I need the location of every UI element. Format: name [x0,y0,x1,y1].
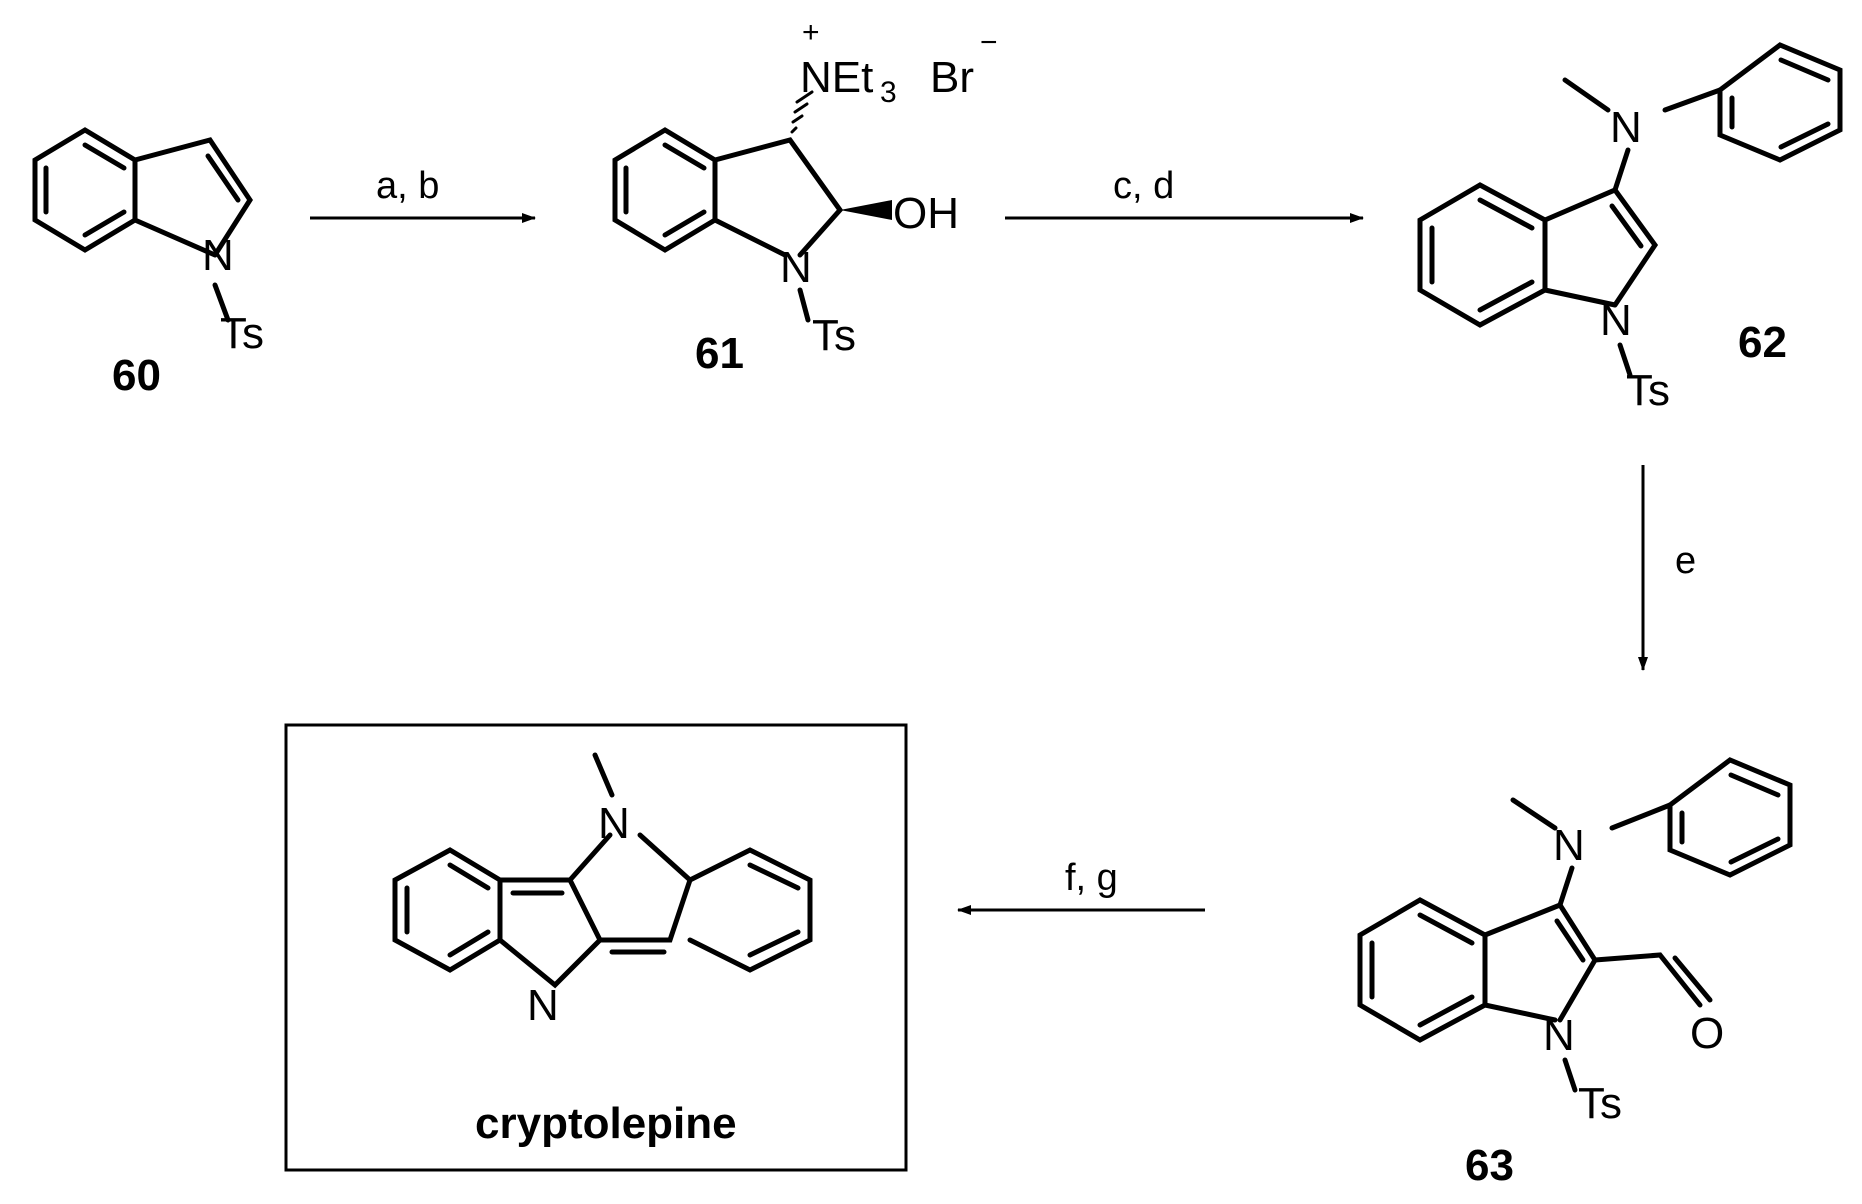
reagent-label-e: e [1675,540,1696,582]
atom-n-63: N [1543,1011,1575,1060]
compound-60-structure: N Ts 60 [32,127,264,400]
compound-label-60: 60 [112,351,161,400]
reaction-arrow-fg: f, g [957,857,1205,915]
cryptolepine-structure: N N [392,752,813,1030]
charge-plus-61: + [802,16,820,49]
atom-ts-60: Ts [220,309,264,358]
compound-63-structure: N N O Ts 63 [1357,757,1793,1190]
atom-ts-62: Ts [1626,366,1670,415]
compound-label-cryptolepine: cryptolepine [475,1099,737,1148]
reagent-label-cd: c, d [1113,165,1174,207]
atom-ts-61: Ts [812,311,856,360]
cryptolepine-box: N N cryptolepine [284,723,908,1172]
atom-n-methyl-cryptolepine: N [598,799,630,848]
atom-n-amine-63: N [1553,821,1585,870]
atom-n-cryptolepine: N [527,981,559,1030]
reagent-label-fg: f, g [1065,857,1118,899]
reaction-arrow-e: e [1638,465,1696,671]
compound-label-61: 61 [695,329,744,378]
compound-label-63: 63 [1465,1141,1514,1190]
reagent-label-ab: a, b [376,165,439,207]
atom-net3-61: NEt [800,53,873,102]
atom-oh-61: OH [893,189,959,238]
hashed-bond-61 [790,90,814,134]
compound-label-62: 62 [1738,318,1787,367]
atom-ts-63: Ts [1578,1079,1622,1128]
compound-61-structure: N Ts OH + NEt 3 Br − 61 [612,16,998,378]
atom-br-61: Br [930,53,974,102]
reaction-arrow-ab: a, b [310,165,536,223]
compound-62-structure: N N Ts 62 [1417,42,1843,415]
atom-o-63: O [1690,1009,1724,1058]
atom-n-amine-62: N [1610,103,1642,152]
wedge-bond-61 [840,200,892,220]
subscript-3-61: 3 [880,76,897,109]
atom-n-62: N [1600,296,1632,345]
reaction-arrow-cd: c, d [1005,165,1364,223]
charge-minus-61: − [980,26,998,59]
atom-n-61: N [780,243,812,292]
atom-n-60: N [202,231,234,280]
